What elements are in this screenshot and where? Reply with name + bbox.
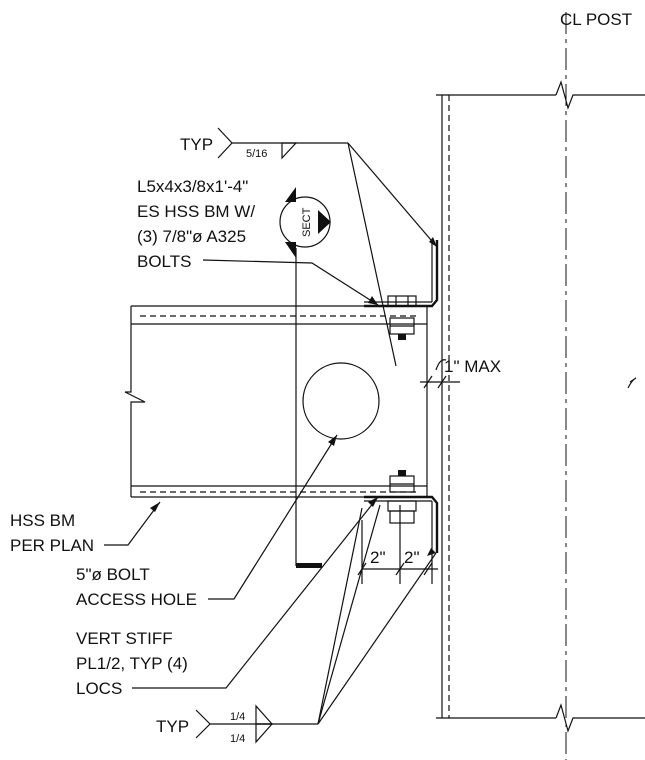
stiff-note-line-2: PL1/2, TYP (4) [76,654,188,673]
angle-note-line-3: (3) 7/8"ø A325 [137,227,246,246]
stiff-note-leader [132,496,379,689]
weld-bottom-typ-label: TYP [156,717,189,736]
hss-beam [124,305,428,498]
bolt-access-hole [302,362,380,440]
top-bolt [387,295,417,340]
weld-top-typ-label: TYP [180,135,213,154]
weld-symbol-top [217,127,438,367]
hole-note-line-2: ACCESS HOLE [76,590,197,609]
angle-note-leader [202,259,379,306]
section-label: SECT [301,207,313,237]
angle-note-line-2: ES HSS BM W/ [137,202,255,221]
dim-right: 2" [404,548,420,567]
dim-left: 2" [370,548,386,567]
beam-note-line-1: HSS BM [10,511,75,530]
angle-note-line-4: BOLTS [137,252,191,271]
gap-note: 1" MAX [444,357,501,376]
stiff-note-line-3: LOCS [76,679,122,698]
beam-note-leader [104,501,161,546]
tick-mark-icon [627,377,637,389]
hole-note-line-1: 5"ø BOLT [76,565,150,584]
weld-bottom-size-top: 1/4 [230,711,245,723]
weld-symbol-bottom [195,504,437,744]
beam-note-line-2: PER PLAN [10,536,94,555]
section-marker [279,187,331,568]
centerline-label: CL POST [560,10,632,29]
angle-note-line-1: L5x4x3/8x1'-4" [137,177,248,196]
weld-top-size: 5/16 [246,148,267,160]
post [436,80,645,733]
bottom-dimensions [357,505,438,584]
weld-bottom-size-bottom: 1/4 [230,733,245,745]
stiff-note-line-1: VERT STIFF [76,629,173,648]
gap-dimension [420,359,460,389]
hole-note-leader [208,434,338,600]
bottom-bolt [387,470,417,524]
